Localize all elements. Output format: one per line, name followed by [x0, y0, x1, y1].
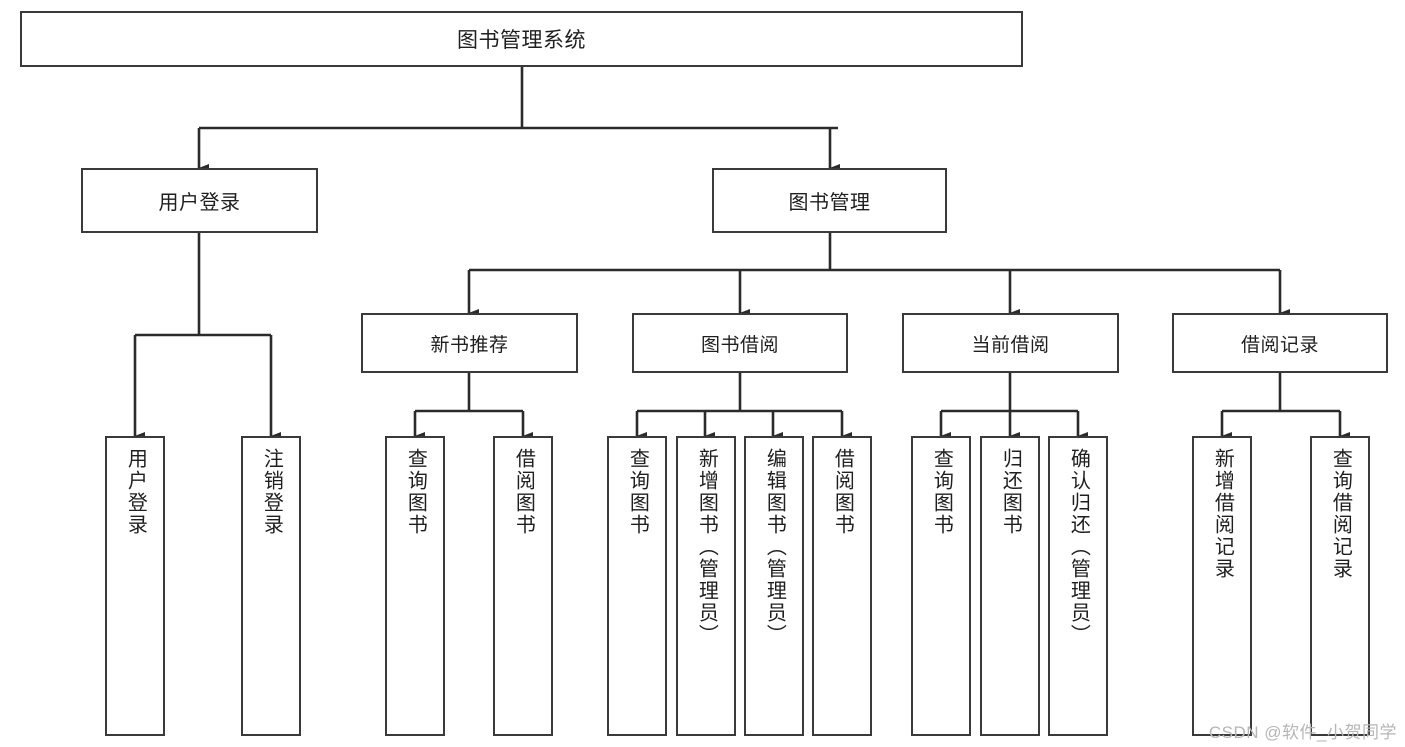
leaf-logout[interactable]: 注销登录: [241, 436, 301, 736]
node-borrow-record[interactable]: 借阅记录: [1172, 313, 1388, 373]
leaf-query-book-current-label: 查询图书: [930, 448, 953, 536]
leaf-logout-label: 注销登录: [260, 448, 283, 536]
node-user-login[interactable]: 用户登录: [81, 168, 318, 233]
csdn-watermark: CSDN @软件_小贺同学: [1208, 723, 1397, 742]
node-current-borrow-label: 当前借阅: [971, 334, 1050, 356]
node-book-management-label: 图书管理: [788, 192, 871, 214]
leaf-return-book-label: 归还图书: [999, 448, 1022, 536]
node-new-book-recommend-label: 新书推荐: [430, 334, 509, 356]
leaf-edit-book-admin-label: 编辑图书（管理员）: [763, 448, 786, 646]
leaf-add-borrow-record-label: 新增借阅记录: [1211, 448, 1234, 580]
node-root-label: 图书管理系统: [457, 29, 586, 52]
node-book-borrow-label: 图书借阅: [700, 334, 779, 356]
leaf-user-login[interactable]: 用户登录: [105, 436, 165, 736]
node-user-login-label: 用户登录: [158, 192, 241, 214]
leaf-borrow-book[interactable]: 借阅图书: [812, 436, 872, 736]
leaf-add-book-admin[interactable]: 新增图书（管理员）: [676, 436, 736, 736]
leaf-confirm-return-admin[interactable]: 确认归还（管理员）: [1048, 436, 1108, 736]
leaf-user-login-label: 用户登录: [124, 448, 147, 536]
leaf-query-book-new-label: 查询图书: [404, 448, 427, 536]
leaf-query-borrow-record-label: 查询借阅记录: [1329, 448, 1352, 580]
leaf-borrow-book-label: 借阅图书: [831, 448, 854, 536]
leaf-confirm-return-admin-label: 确认归还（管理员）: [1067, 448, 1090, 646]
leaf-borrow-book-new[interactable]: 借阅图书: [493, 436, 553, 736]
leaf-return-book[interactable]: 归还图书: [980, 436, 1040, 736]
leaf-add-borrow-record[interactable]: 新增借阅记录: [1192, 436, 1252, 736]
leaf-borrow-book-new-label: 借阅图书: [512, 448, 535, 536]
node-book-borrow[interactable]: 图书借阅: [632, 313, 848, 373]
leaf-query-book-borrow[interactable]: 查询图书: [607, 436, 667, 736]
leaf-add-book-admin-label: 新增图书（管理员）: [695, 448, 718, 646]
node-new-book-recommend[interactable]: 新书推荐: [361, 313, 578, 373]
node-borrow-record-label: 借阅记录: [1240, 334, 1319, 356]
leaf-query-book-current[interactable]: 查询图书: [911, 436, 971, 736]
node-root[interactable]: 图书管理系统: [20, 11, 1023, 67]
leaf-query-book-borrow-label: 查询图书: [626, 448, 649, 536]
node-current-borrow[interactable]: 当前借阅: [902, 313, 1119, 373]
leaf-edit-book-admin[interactable]: 编辑图书（管理员）: [744, 436, 804, 736]
leaf-query-book-new[interactable]: 查询图书: [385, 436, 445, 736]
node-book-management[interactable]: 图书管理: [712, 168, 947, 233]
leaf-query-borrow-record[interactable]: 查询借阅记录: [1310, 436, 1370, 736]
